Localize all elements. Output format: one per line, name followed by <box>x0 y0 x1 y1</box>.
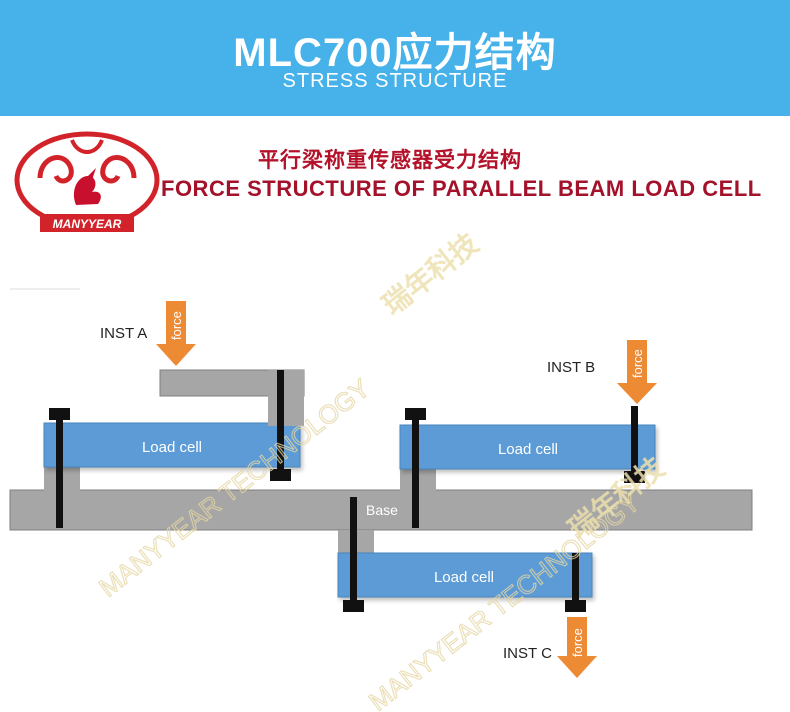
figure-title-cn: 平行梁称重传感器受力结构 <box>258 149 522 172</box>
force-arrow-c: force <box>557 617 597 678</box>
load-cell-label-c: Load cell <box>434 569 494 586</box>
watermark-1: MANYYEAR TECHNOLOGY <box>93 373 375 603</box>
inst-a-label: INST A <box>100 325 147 342</box>
inst-b-label: INST B <box>547 359 595 376</box>
manyyear-logo: MANYYEAR <box>14 131 160 232</box>
force-arrow-a: force <box>156 301 196 366</box>
inst-a-assembly: Load cell <box>43 369 305 528</box>
inst-c-assembly: Load cell <box>337 497 593 612</box>
load-cell-label-b: Load cell <box>498 441 558 458</box>
figure-title-en: FORCE STRUCTURE OF PARALLEL BEAM LOAD CE… <box>161 176 762 201</box>
base-label: Base <box>366 502 398 518</box>
base: Base <box>9 489 753 531</box>
logo-text: MANYYEAR <box>53 217 122 231</box>
force-arrow-b: force <box>617 340 657 404</box>
force-label-a: force <box>169 311 184 340</box>
header-banner: MLC700应力结构 STRESS STRUCTURE <box>0 0 790 116</box>
page-subtitle: STRESS STRUCTURE <box>282 70 508 92</box>
force-label-c: force <box>570 628 585 657</box>
watermark-cn-1: 瑞年科技 <box>376 227 485 322</box>
page-title: MLC700应力结构 <box>233 31 557 75</box>
inst-b-assembly: Load cell <box>399 406 656 528</box>
force-label-b: force <box>630 349 645 378</box>
inst-c-label: INST C <box>503 645 552 662</box>
load-cell-label-a: Load cell <box>142 439 202 456</box>
